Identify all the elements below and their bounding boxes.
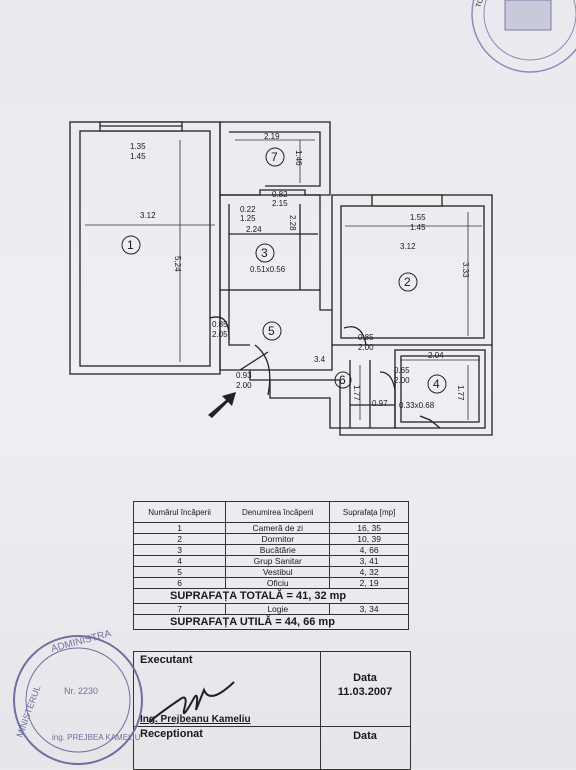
- dim-label: 2.00: [394, 376, 410, 385]
- floor-plan: TOT: [69, 0, 576, 436]
- total-area-text: SUPRAFAȚA TOTALĂ = 41, 32 mp: [133, 588, 409, 604]
- room-number: 7: [271, 150, 278, 164]
- room-number: 2: [404, 275, 411, 289]
- dim-label: 2.24: [246, 225, 262, 234]
- cell-name: Logie: [225, 603, 331, 615]
- dim-label: 3.33: [461, 262, 470, 278]
- cell-name: Cameră de zi: [225, 522, 331, 534]
- signoff-left-cell: [134, 652, 321, 769]
- cell-number: 2: [132, 533, 227, 545]
- cell-area: 3, 41: [329, 555, 409, 567]
- cell-name: Bucătărie: [225, 544, 331, 556]
- stamp-ring-text-2: MINISTERUL: [14, 684, 42, 739]
- dim-label: 0.51x0.56: [250, 265, 286, 274]
- dim-label: 1.77: [352, 385, 361, 401]
- entrance-arrow-icon: [208, 392, 236, 418]
- cell-area: 4, 32: [329, 566, 409, 578]
- signoff-divider: [134, 726, 410, 727]
- dim-label: 1.46: [294, 150, 303, 166]
- stamp-number: Nr. 2230: [64, 686, 98, 696]
- dim-label: 2.19: [264, 132, 280, 141]
- cell-name: Vestibul: [225, 566, 331, 578]
- date-label-2: Data: [353, 730, 377, 742]
- stamp-name: ing. PREJBEA KAMELIU: [52, 733, 141, 742]
- dim-label: 0.82: [272, 190, 288, 199]
- room-markers: 1 2 3 4 5 6 7: [121, 147, 447, 394]
- dim-label: 2.28: [288, 215, 297, 231]
- cell-number: 3: [132, 544, 227, 556]
- dim-label: 0.97: [372, 399, 388, 408]
- header-area: Suprafața [mp]: [329, 501, 409, 523]
- cell-name: Oficiu: [225, 577, 331, 589]
- dim-label: 0.22: [240, 205, 256, 214]
- cell-area: 16, 35: [329, 522, 409, 534]
- dim-label: 2.04: [428, 351, 444, 360]
- cell-area: 10, 39: [329, 533, 409, 545]
- signoff-box: Executant Ing. Prejbeanu Kameliu Recepti…: [133, 651, 411, 770]
- total-area-row: SUPRAFAȚA TOTALĂ = 41, 32 mp: [133, 588, 409, 604]
- engineer-name: Ing. Prejbeanu Kameliu: [140, 714, 251, 725]
- dim-label: 2.05: [212, 330, 228, 339]
- cell-name: Grup Sanitar: [225, 555, 331, 567]
- room-number: 4: [433, 377, 440, 391]
- room-number: 3: [261, 246, 268, 260]
- table-header-row: Numărul încăperii Denumirea încăperii Su…: [132, 501, 409, 523]
- dim-label: 0.85: [212, 320, 228, 329]
- dim-label: 2.00: [358, 343, 374, 352]
- receptionat-label: Receptionat: [140, 728, 203, 740]
- header-room-name: Denumirea încăperii: [225, 501, 331, 523]
- dim-label: 3.4: [314, 355, 326, 364]
- dim-label: 3.12: [140, 211, 156, 220]
- dim-label: 3.12: [400, 242, 416, 251]
- cell-number: 7: [132, 603, 227, 615]
- dim-label: 5.24: [173, 256, 182, 272]
- dim-label: 1.35: [130, 142, 146, 151]
- dim-label: 1.45: [130, 152, 146, 161]
- date-value: 11.03.2007: [337, 686, 393, 698]
- cell-number: 6: [132, 577, 227, 589]
- cell-area: 4, 66: [329, 544, 409, 556]
- cell-number: 4: [132, 555, 227, 567]
- room-area-table: Numărul încăperii Denumirea încăperii Su…: [132, 501, 409, 630]
- dim-label: 0.33x0.68: [399, 401, 435, 410]
- executant-label: Executant: [140, 654, 193, 666]
- header-room-number: Numărul încăperii: [132, 501, 227, 523]
- dim-label: 0.93: [236, 371, 252, 380]
- cell-name: Dormitor: [225, 533, 331, 545]
- date-label: Data: [353, 672, 377, 684]
- cell-area: 3, 34: [329, 603, 409, 615]
- official-stamp-top: TOT: [471, 0, 576, 73]
- dim-label: 0.65: [394, 366, 410, 375]
- handwritten-signature: [148, 681, 235, 723]
- official-stamp-left: ADMINISTRA MINISTERUL Nr. 2230 ing. PREJ…: [13, 628, 143, 765]
- useful-area-row: SUPRAFAȚA UTILĂ = 44, 66 mp: [133, 614, 409, 630]
- cell-number: 5: [132, 566, 227, 578]
- cell-area: 2, 19: [329, 577, 409, 589]
- dim-label: 0.85: [358, 333, 374, 342]
- dim-label: 1.25: [240, 214, 256, 223]
- stamp-top-text: TOT: [475, 0, 487, 9]
- dim-label: 1.45: [410, 223, 426, 232]
- dim-label: 2.15: [272, 199, 288, 208]
- dim-label: 2.00: [236, 381, 252, 390]
- useful-area-text: SUPRAFAȚA UTILĂ = 44, 66 mp: [133, 614, 409, 630]
- dim-label: 1.55: [410, 213, 426, 222]
- room-number: 6: [339, 373, 346, 387]
- cell-number: 1: [132, 522, 227, 534]
- room-number: 5: [268, 324, 275, 338]
- room-number: 1: [127, 238, 134, 252]
- dim-label: 1.77: [456, 385, 465, 401]
